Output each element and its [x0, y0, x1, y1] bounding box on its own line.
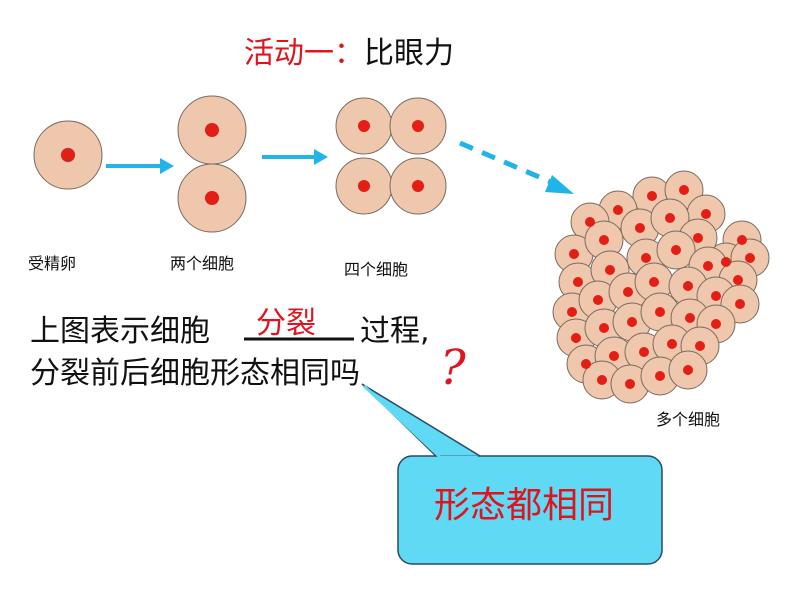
cluster-cell-nucleus — [685, 313, 695, 323]
cluster-cell-nucleus — [573, 277, 583, 287]
question-line1-prefix: 上图表示细胞 — [30, 314, 210, 349]
cluster-cell-nucleus — [655, 371, 665, 381]
cluster-cell-nucleus — [665, 213, 675, 223]
cluster-cell-nucleus — [567, 307, 577, 317]
cluster-cell-nucleus — [605, 265, 615, 275]
cluster-cell-nucleus — [627, 317, 637, 327]
cluster-cell-nucleus — [641, 253, 651, 263]
cluster-cell-nucleus — [679, 185, 689, 195]
cluster-cell-nucleus — [571, 333, 581, 343]
page-title: 活动一：比眼力 — [244, 28, 454, 72]
callout-text: 形态都相同 — [434, 485, 615, 526]
label-fertilized-egg: 受精卵 — [28, 254, 77, 273]
cluster-cell-nucleus — [683, 281, 693, 291]
cluster-cell-nucleus — [733, 275, 743, 285]
title-activity: 活动一： — [244, 36, 364, 71]
cluster-cell-nucleus — [693, 233, 703, 243]
cluster-cell-nucleus — [695, 341, 705, 351]
four-cells — [335, 97, 447, 215]
cluster-cell-nucleus — [609, 351, 619, 361]
question-line2: 分裂前后细胞形态相同吗 — [30, 356, 360, 391]
cluster-cell-nucleus — [599, 323, 609, 333]
cluster-cell-nucleus — [735, 299, 745, 309]
cluster-cell-nucleus — [623, 287, 633, 297]
cluster-cell-nucleus — [745, 253, 755, 263]
dashed-arrow-four-to-many — [459, 140, 574, 194]
label-two-cells: 两个细胞 — [170, 254, 235, 273]
cluster-cell-nucleus — [585, 217, 595, 227]
cluster-cell-nucleus — [569, 249, 579, 259]
cluster-cell-nucleus — [703, 261, 713, 271]
cluster-cell-nucleus — [613, 205, 623, 215]
title-topic: 比眼力 — [364, 36, 454, 71]
cluster-cell-nucleus — [655, 307, 665, 317]
cluster-cell-nucleus — [599, 235, 609, 245]
cluster-cell-nucleus — [671, 245, 681, 255]
answer-fission: 分裂 — [256, 306, 316, 341]
cluster-cell-nucleus — [639, 347, 649, 357]
cluster-cell-nucleus — [711, 319, 721, 329]
cluster-cell-nucleus — [581, 359, 591, 369]
cluster-cell-nucleus — [597, 375, 607, 385]
arrow-two-to-four — [262, 149, 328, 165]
fertilized-egg-cell — [33, 120, 103, 190]
cluster-cell-nucleus — [737, 235, 747, 245]
label-four-cells: 四个细胞 — [344, 260, 409, 279]
cluster-cell-nucleus — [649, 277, 659, 287]
cluster-cell-nucleus — [721, 257, 731, 267]
cluster-cell-nucleus — [647, 191, 657, 201]
cluster-cell-nucleus — [683, 365, 693, 375]
cluster-cell-nucleus — [625, 379, 635, 389]
cluster-cell-nucleus — [701, 209, 711, 219]
callout-bubble — [361, 383, 663, 565]
cluster-cell-nucleus — [635, 223, 645, 233]
cluster-cell-nucleus — [667, 339, 677, 349]
label-many-cells: 多个细胞 — [656, 410, 721, 429]
arrow-egg-to-two — [106, 158, 174, 174]
question-line1-suffix: 过程, — [360, 314, 430, 349]
many-cells-cluster — [552, 170, 770, 404]
cluster-cell-nucleus — [593, 295, 603, 305]
cluster-cell-nucleus — [711, 291, 721, 301]
two-cells — [177, 95, 247, 233]
question-mark: ? — [440, 340, 466, 396]
